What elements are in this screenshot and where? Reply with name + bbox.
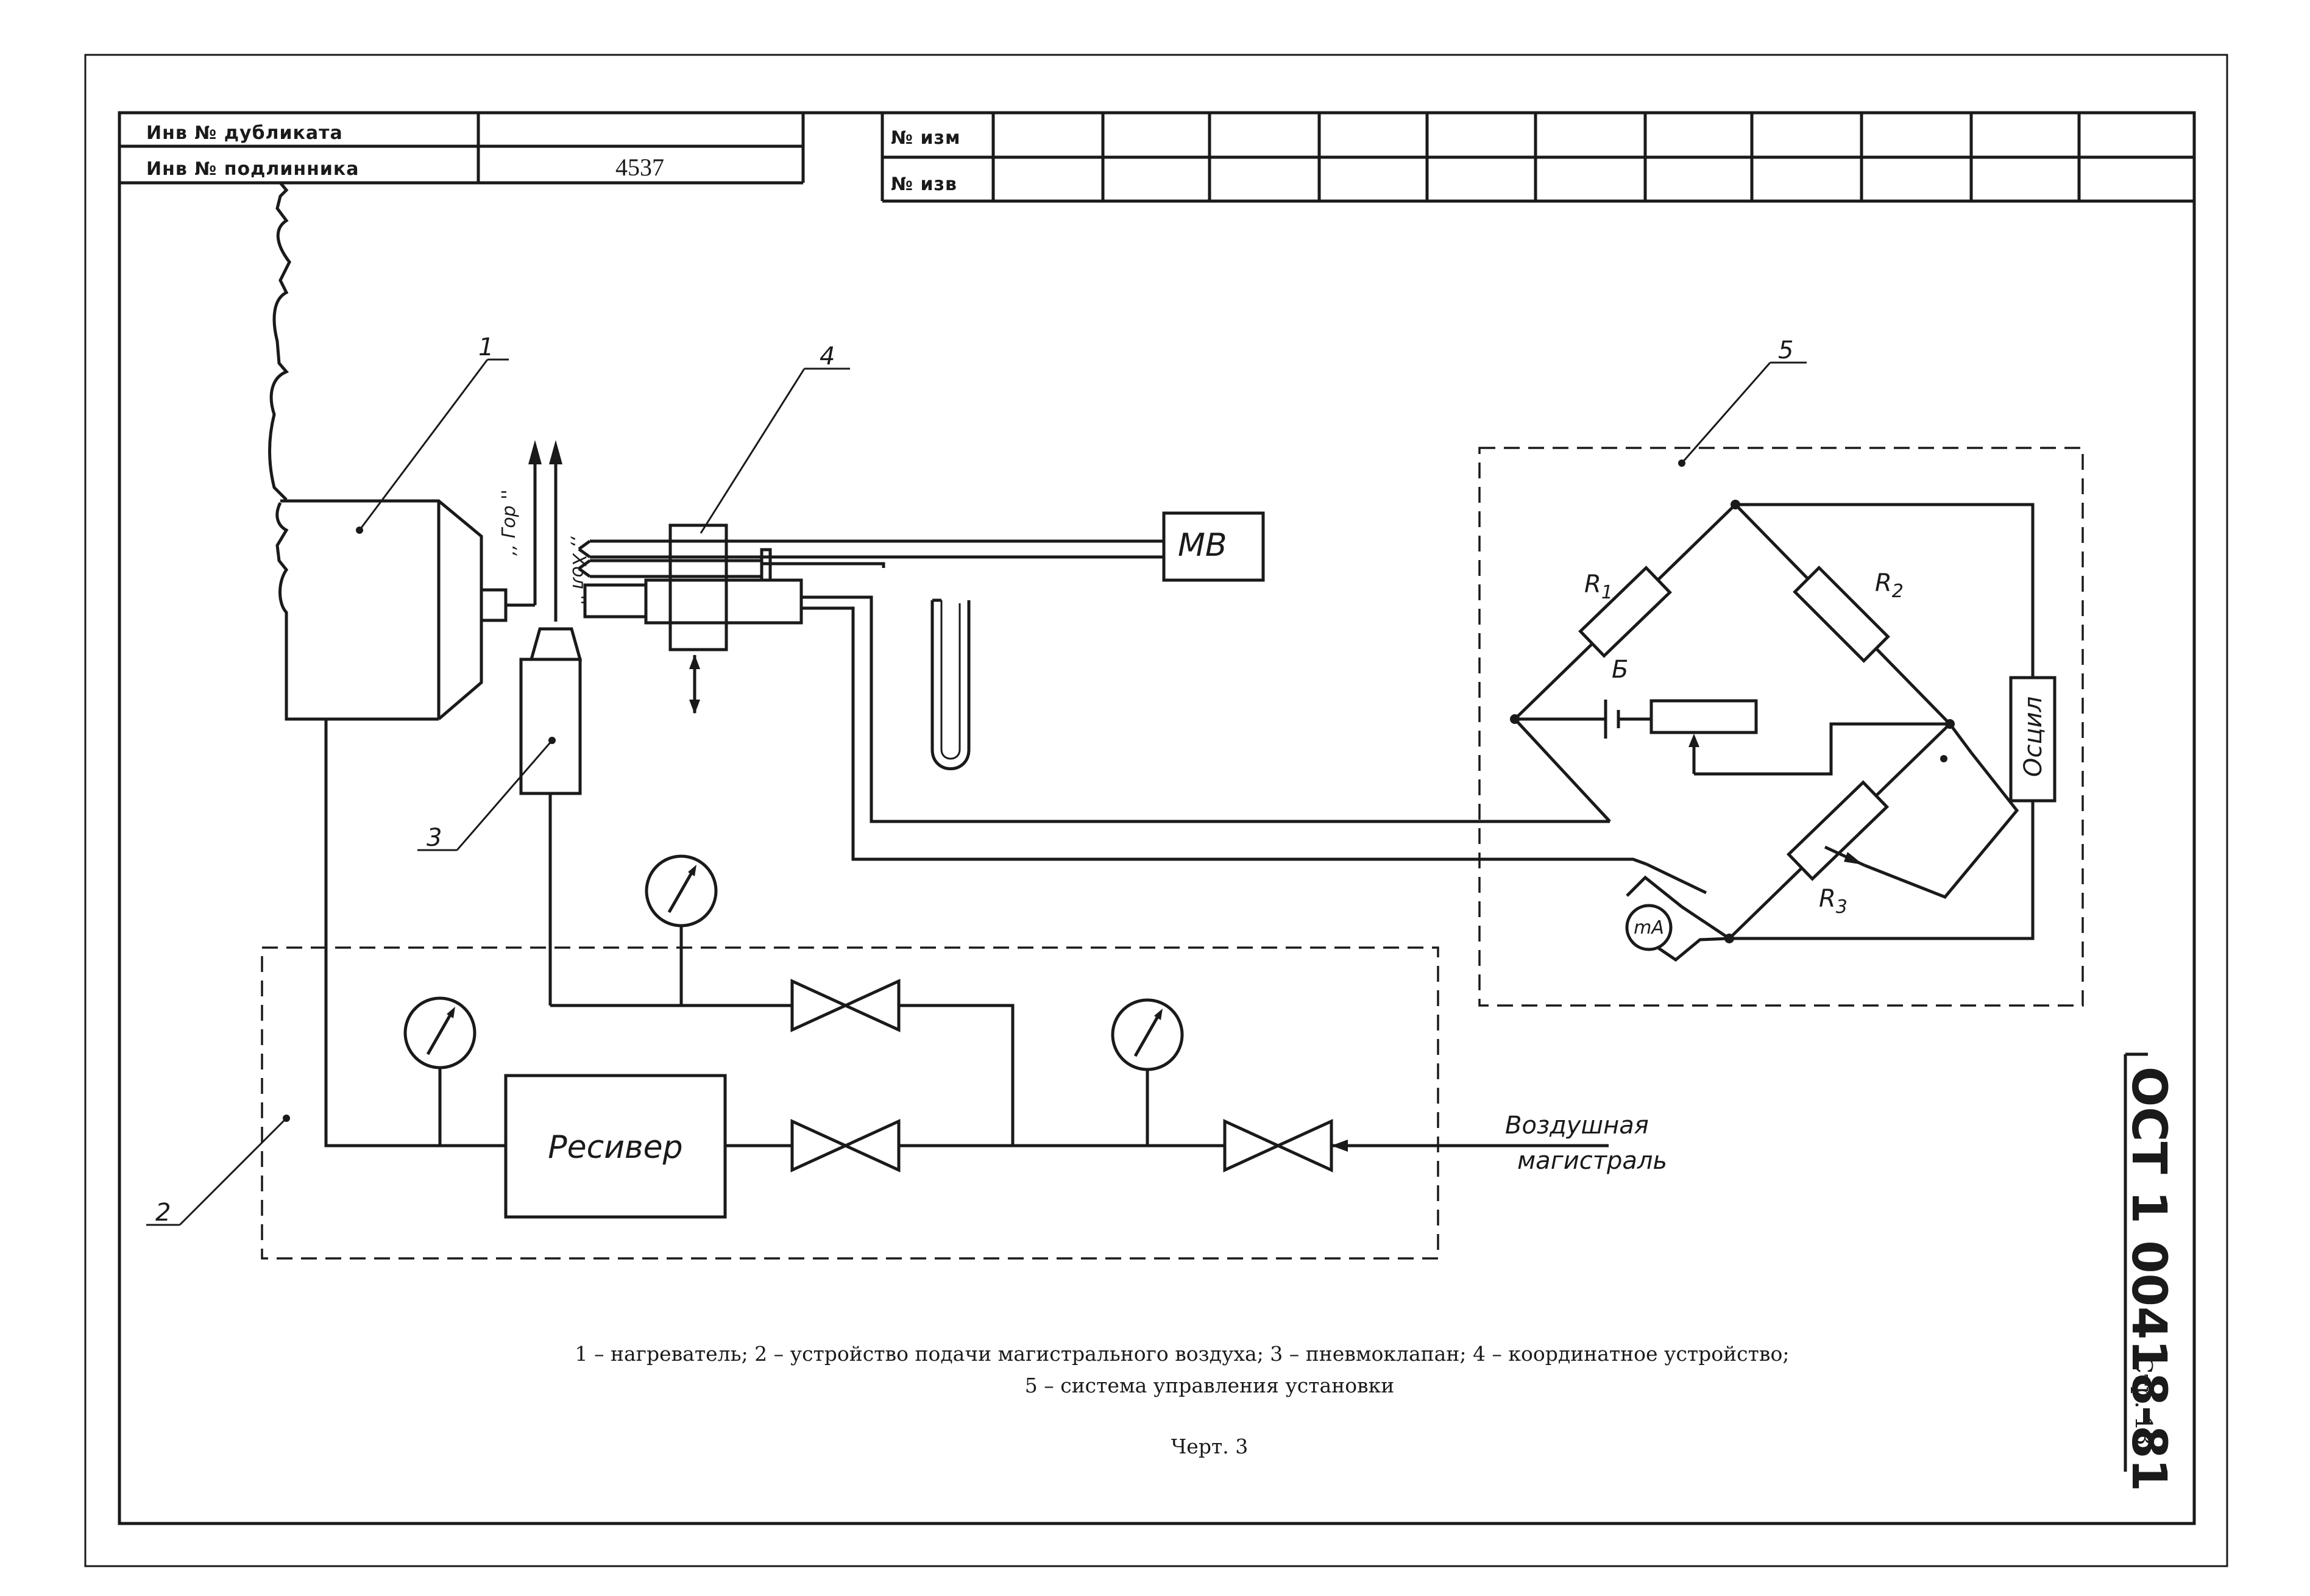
mv-block: МВ [1162,511,1265,582]
r3-label: R3 [1819,885,1848,918]
r1-label: R1 [1584,570,1613,603]
inner-frame [118,111,2196,1525]
r2-label: R2 [1875,569,1904,602]
milliammeter-label: mA [1634,917,1664,938]
receiver-label: Ресивер [548,1129,682,1166]
air-line-label-2: магистраль [1517,1147,1667,1175]
standard-designation: ОСТ 1 00418-81 Стр. 13 [2121,1052,2176,1492]
callout-1-number: 1 [478,333,494,361]
hot-label: ,, Гор '' [498,489,520,556]
figure-number: Черт. 3 [1171,1435,1248,1458]
callout-3: 3 [417,740,553,852]
air-line-label-1: Воздушная [1505,1112,1649,1140]
resistor-r2 [1793,566,1890,663]
outer-frame [84,54,2228,1567]
oscilloscope-label: Осцил [2019,697,2047,777]
resistor-r3 [1786,780,1890,881]
callout-1: 1 [358,333,509,531]
callout-5: 5 [1681,336,1807,464]
revision-notice-label: № изв [891,174,957,195]
revision-table: № изм № изв [880,113,2194,203]
battery-label: Б [1612,656,1628,684]
callout-2: 2 [146,1117,288,1227]
thermocouple-lead-2 [844,606,1647,866]
air-supply-boundary [261,946,1439,1260]
callout-2-number: 2 [155,1199,171,1227]
standard-number: ОСТ 1 00418-81 [2121,1066,2176,1492]
control-system-boundary [1478,447,2084,1007]
caption-line-2: 5 – система управления установки [1025,1374,1395,1397]
revision-change-label: № изм [891,127,961,149]
bridge-circuit: R1 R2 R3 Б Осцил mA [1510,459,2057,962]
thermocouple-lead-1 [847,595,1610,823]
callout-5-number: 5 [1778,336,1793,364]
coordinate-device [578,523,1164,770]
stamp-duplicate-label: Инв № дубликата [146,122,343,144]
stamp-original-label: Инв № подлинника [146,158,359,180]
mv-label: МВ [1178,527,1227,564]
stamp-original-value: 4537 [615,154,664,181]
page-number: Стр. 13 [2130,1356,2157,1445]
callout-4-number: 4 [820,342,835,371]
pneumatic-valve: ,, Хол '' [519,440,589,1005]
air-supply-piping: Ресивер Воздушная магистраль [283,719,1667,1219]
callout-3-number: 3 [427,824,442,852]
heater: ,, Гор '' [268,182,542,721]
resistor-r1 [1578,566,1672,658]
caption-line-1: 1 – нагреватель; 2 – устройство подачи м… [575,1342,1790,1366]
callout-4: 4 [700,342,850,534]
stamp-table: Инв № дубликата Инв № подлинника 4537 [119,113,805,185]
